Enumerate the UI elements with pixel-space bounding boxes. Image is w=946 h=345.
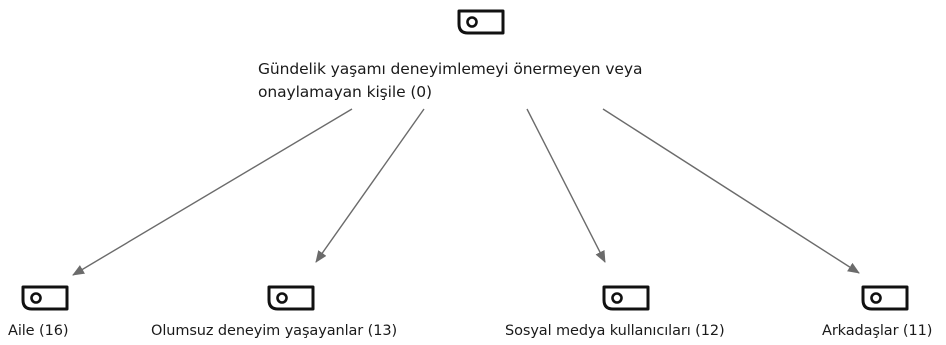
child-node-olumsuz-label: Olumsuz deneyim yaşayanlar (13) [151,323,398,339]
child-node-sosyal-label: Sosyal medya kullanıcıları (12) [505,323,725,339]
root-node-label-line2: onaylamayan kişile (0) [258,83,432,101]
root-node-label-line1: Gündelik yaşamı deneyimlemeyi önermeyen … [258,60,643,78]
edge-root-to-aile [72,108,353,276]
child-node-arkadaslar-tag-icon [860,283,910,313]
child-node-sosyal-tag-icon [601,283,651,313]
edge-root-to-sosyal [526,108,606,263]
root-node-label: Gündelik yaşamı deneyimlemeyi önermeyen … [258,58,778,104]
child-node-aile-tag-icon [20,283,70,313]
edge-root-to-arkadaslar [602,108,860,274]
root-node-tag-icon [456,7,506,37]
child-node-aile-label: Aile (16) [8,323,69,339]
child-node-arkadaslar-label: Arkadaşlar (11) [822,323,933,339]
child-node-olumsuz-tag-icon [266,283,316,313]
edge-root-to-olumsuz [315,108,425,263]
